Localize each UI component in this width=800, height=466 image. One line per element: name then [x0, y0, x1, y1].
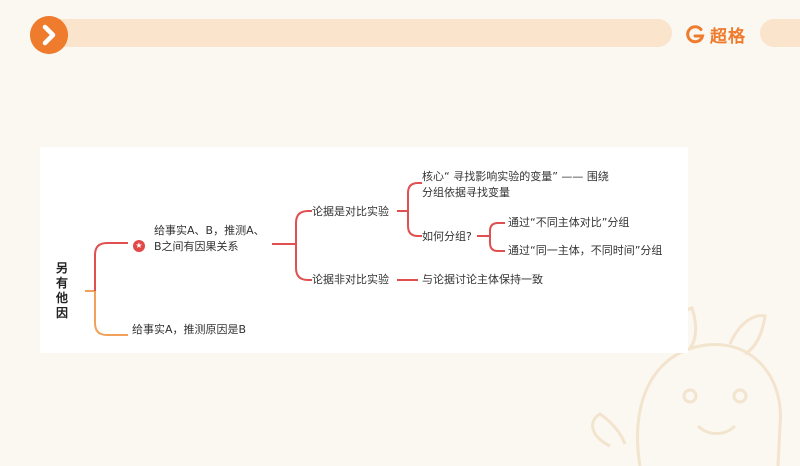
top-bar: [38, 19, 672, 47]
root-char: 他: [56, 291, 69, 305]
brand-name: 超格: [710, 26, 746, 47]
brand-logo: 超格: [684, 22, 746, 47]
non-contrast-node: 论据非对比实验: [312, 273, 389, 286]
cause-branch-node: 给事实A，推测原因是B: [132, 323, 247, 336]
group-by-time-node: 通过“同一主体，不同时间”分组: [508, 244, 663, 257]
brand-logo-icon: [686, 25, 705, 44]
causal-branch-line: 给事实A、B，推测A、: [154, 224, 265, 237]
mindmap-connectors: [85, 182, 505, 336]
root-char: 因: [56, 306, 69, 320]
right-tab: [760, 19, 800, 47]
causal-branch-node: 给事实A、B，推测A、 B之间有因果关系: [154, 223, 265, 255]
root-char: 另: [56, 261, 69, 275]
mindmap-card: 另 有 他 因 ★ 给事实A、B，推测A、 B之间有因果关系 给事实A，推测原因…: [40, 147, 688, 353]
chevron-right-icon[interactable]: [30, 16, 68, 54]
root-node: 另 有 他 因: [56, 261, 68, 321]
causal-branch-line: B之间有因果关系: [154, 240, 239, 253]
contrast-experiment-node: 论据是对比实验: [312, 205, 389, 218]
core-variable-node: 核心“ 寻找影响实验的变量” —— 围绕 分组依据寻找变量: [422, 169, 609, 201]
root-char: 有: [56, 276, 69, 290]
core-variable-line: 分组依据寻找变量: [422, 186, 510, 199]
consistency-node: 与论据讨论主体保持一致: [422, 273, 543, 286]
core-variable-line: 核心“ 寻找影响实验的变量” —— 围绕: [422, 170, 609, 183]
grouping-node: 如何分组?: [422, 230, 472, 243]
group-by-subject-node: 通过“不同主体对比”分组: [508, 216, 630, 229]
star-icon: ★: [133, 240, 145, 252]
